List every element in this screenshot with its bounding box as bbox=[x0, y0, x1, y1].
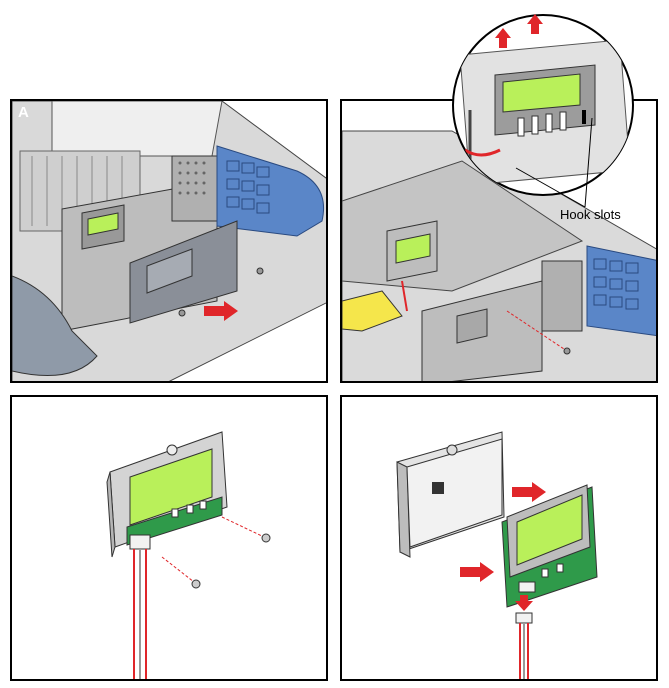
panel-d: D bbox=[340, 395, 658, 681]
slide-arrow-lower bbox=[460, 562, 494, 582]
panel-c: C bbox=[10, 395, 328, 681]
unplug-arrow bbox=[515, 595, 533, 611]
panel-a-illustration bbox=[12, 101, 326, 381]
slide-arrow-upper bbox=[512, 482, 546, 502]
panel-a-label: A bbox=[18, 104, 29, 121]
panel-c-illustration bbox=[106, 431, 271, 679]
panel-a: A bbox=[10, 99, 328, 383]
panel-b: B bbox=[340, 99, 658, 383]
hook-slots-callout: Hook slots bbox=[560, 207, 621, 222]
panel-b-illustration bbox=[342, 130, 656, 381]
panel-d-label: D bbox=[348, 400, 359, 417]
panel-d-illustration bbox=[396, 431, 598, 679]
lift-arrow-right bbox=[527, 14, 543, 34]
panel-b-label: B bbox=[348, 104, 359, 121]
lift-arrow-left bbox=[495, 28, 511, 48]
panel-c-label: C bbox=[18, 400, 29, 417]
